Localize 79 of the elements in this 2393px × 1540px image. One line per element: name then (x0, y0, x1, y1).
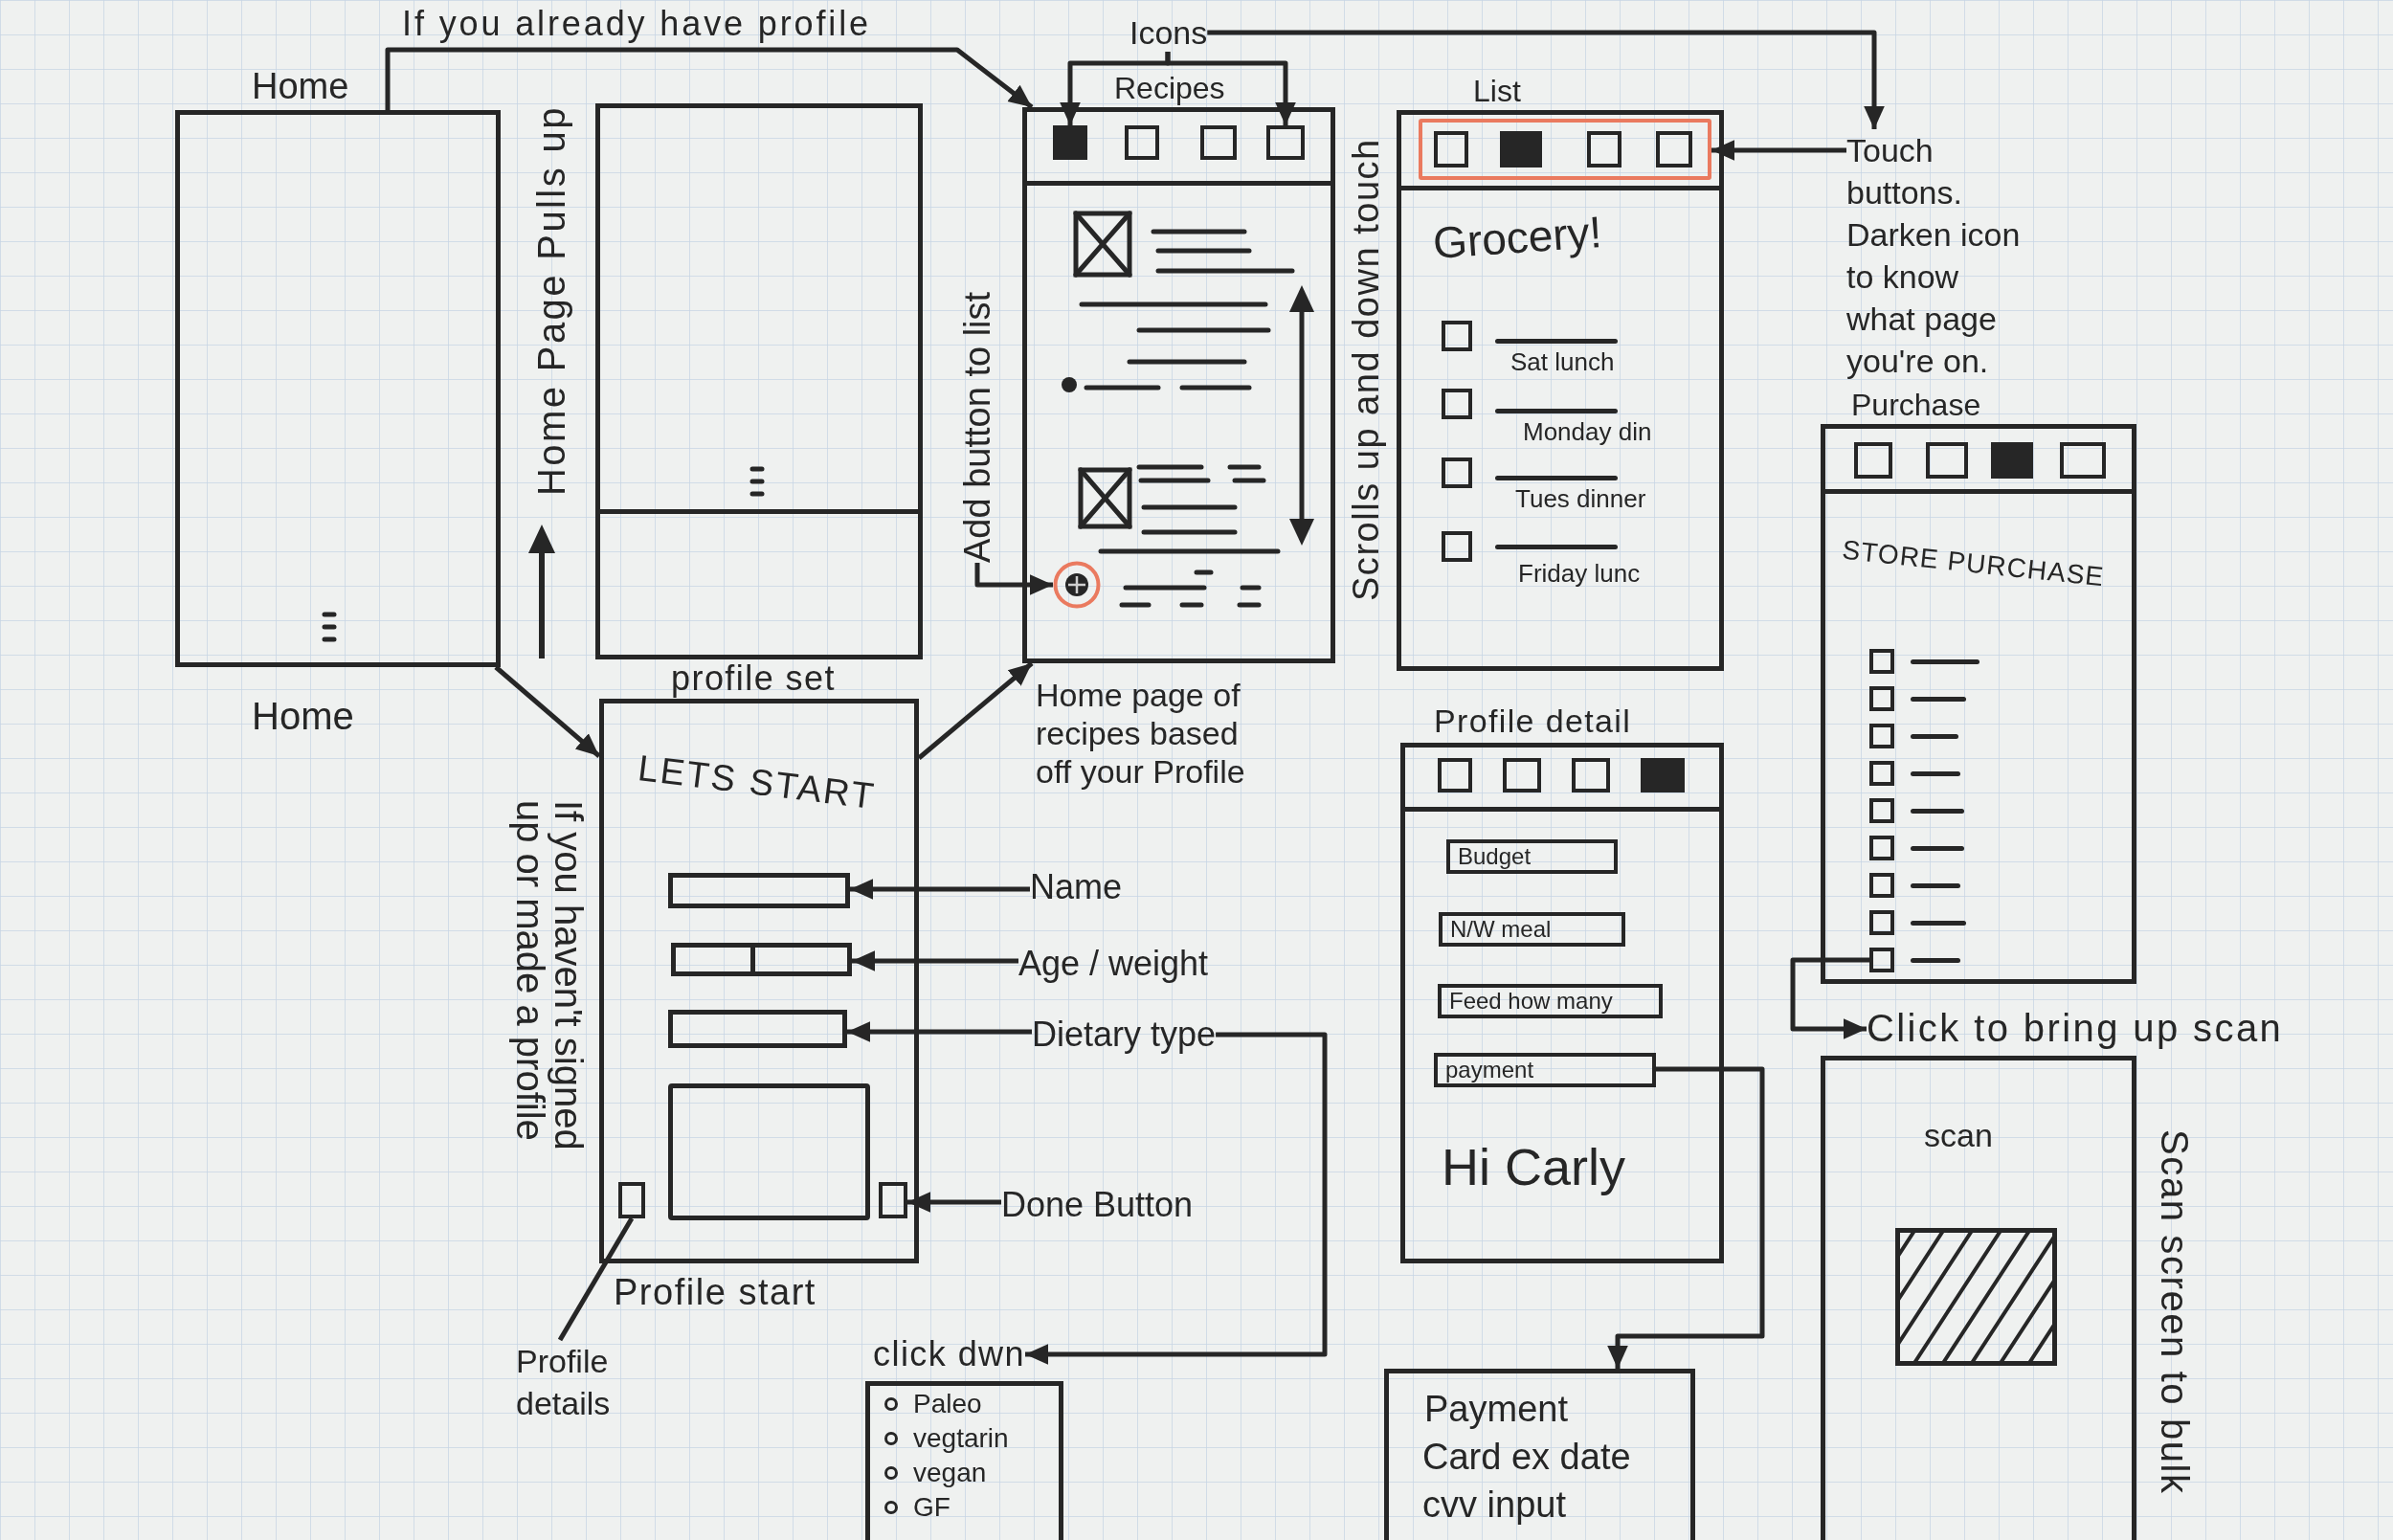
screen-wireframe (1400, 743, 1724, 1263)
annotation-text: Add button to list (955, 291, 999, 563)
input-field (668, 1010, 847, 1048)
screen-title: Home (252, 65, 349, 107)
arrow (1607, 1066, 1765, 1369)
screen-text: Payment (1424, 1388, 1568, 1430)
arrow (1790, 957, 1869, 1039)
screen-wireframe (1821, 424, 2136, 984)
arrow (974, 563, 1053, 595)
edge-label: If you already have profile (402, 4, 871, 44)
option-label: Paleo (913, 1388, 982, 1420)
annotation-text: Click to bring up scan (1867, 1005, 2284, 1051)
annotation-text: Profile details (516, 1340, 611, 1424)
checkbox-icon (1869, 948, 1894, 972)
screen-title: Profile detail (1434, 702, 1632, 740)
screen-caption: Profile start (614, 1271, 816, 1313)
option-label: vegtarin (913, 1422, 1009, 1455)
annotation-text: Dietary type (1032, 1015, 1217, 1055)
leader-line (557, 1216, 635, 1342)
annotation-text: click dwn (873, 1334, 1025, 1374)
arrow (1207, 30, 1885, 129)
screen-wireframe (599, 699, 919, 1263)
input-field (668, 873, 850, 908)
page-heading: LETS START (636, 746, 879, 818)
screen-wireframe (175, 110, 501, 667)
screen-title: List (1473, 74, 1521, 108)
arrow (847, 1021, 1032, 1042)
arrow (907, 1192, 1001, 1213)
page-heading: STORE PURCHASE (1841, 533, 2106, 594)
annotation-text: Done Button (1001, 1185, 1194, 1225)
highlighted-tab-bar (1419, 119, 1711, 180)
arrow (850, 879, 1030, 900)
arrow (1711, 140, 1846, 161)
screen-title: Purchase (1851, 388, 1981, 422)
active-tab-icon (1053, 125, 1087, 160)
arrow (1165, 52, 1296, 125)
annotation-text: Home Page Pulls up (529, 105, 573, 496)
page-heading: Grocery! (1431, 205, 1604, 270)
option-button: N/W meal (1439, 912, 1625, 947)
screen-caption: Home (252, 694, 354, 739)
dropdown-list (865, 1381, 1063, 1540)
list-item-label: Sat lunch (1510, 347, 1615, 376)
arrow (385, 47, 1034, 110)
list-item-label: Monday din (1523, 417, 1652, 446)
done-button (879, 1182, 907, 1218)
annotation-text: Name (1030, 867, 1123, 907)
option-button: Budget (1446, 839, 1618, 874)
screen-text: scan (1924, 1116, 1993, 1154)
add-button-icon (1053, 561, 1101, 609)
screen-wireframe (1384, 1369, 1695, 1540)
screen-wireframe (1397, 110, 1724, 671)
list-item-label: Friday lunc (1518, 559, 1641, 588)
screen-wireframe (1022, 107, 1335, 663)
annotation-text: Icons (1129, 13, 1208, 52)
profile-details-button (618, 1182, 645, 1218)
screen-caption: Home page of recipes based off your Profile (1036, 676, 1246, 791)
option-label: vegan (913, 1457, 987, 1489)
annotation-text: If you haven't signed up or made a profile (511, 800, 588, 1152)
annotation-text: Scan screen to bulk (2153, 1129, 2197, 1495)
arrow (852, 950, 1018, 971)
annotation-text: Touch buttons. Darken icon to know what page you're on. (1846, 129, 2028, 382)
screen-text: Card ex date (1422, 1436, 1631, 1478)
screen-wireframe (595, 103, 923, 659)
screen-wireframe (1821, 1056, 2136, 1540)
arrow (1025, 1032, 1328, 1365)
option-button: Feed how many (1438, 984, 1663, 1018)
tab-icon (1266, 125, 1305, 160)
annotation-text: Age / weight (1018, 944, 1209, 984)
arrow (917, 661, 1034, 760)
arrow (494, 665, 601, 758)
list-item-label: Tues dinner (1515, 484, 1646, 513)
greeting-text: Hi Carly (1442, 1137, 1625, 1196)
annotation-text: Scrolls up and down touch (1345, 138, 1387, 601)
input-field (671, 943, 852, 976)
screen-text: cvv input (1422, 1484, 1566, 1526)
option-button: payment (1434, 1053, 1656, 1087)
screen-title: Recipes (1114, 71, 1225, 105)
option-label: GF (913, 1491, 950, 1524)
screen-title: profile set (671, 660, 836, 697)
